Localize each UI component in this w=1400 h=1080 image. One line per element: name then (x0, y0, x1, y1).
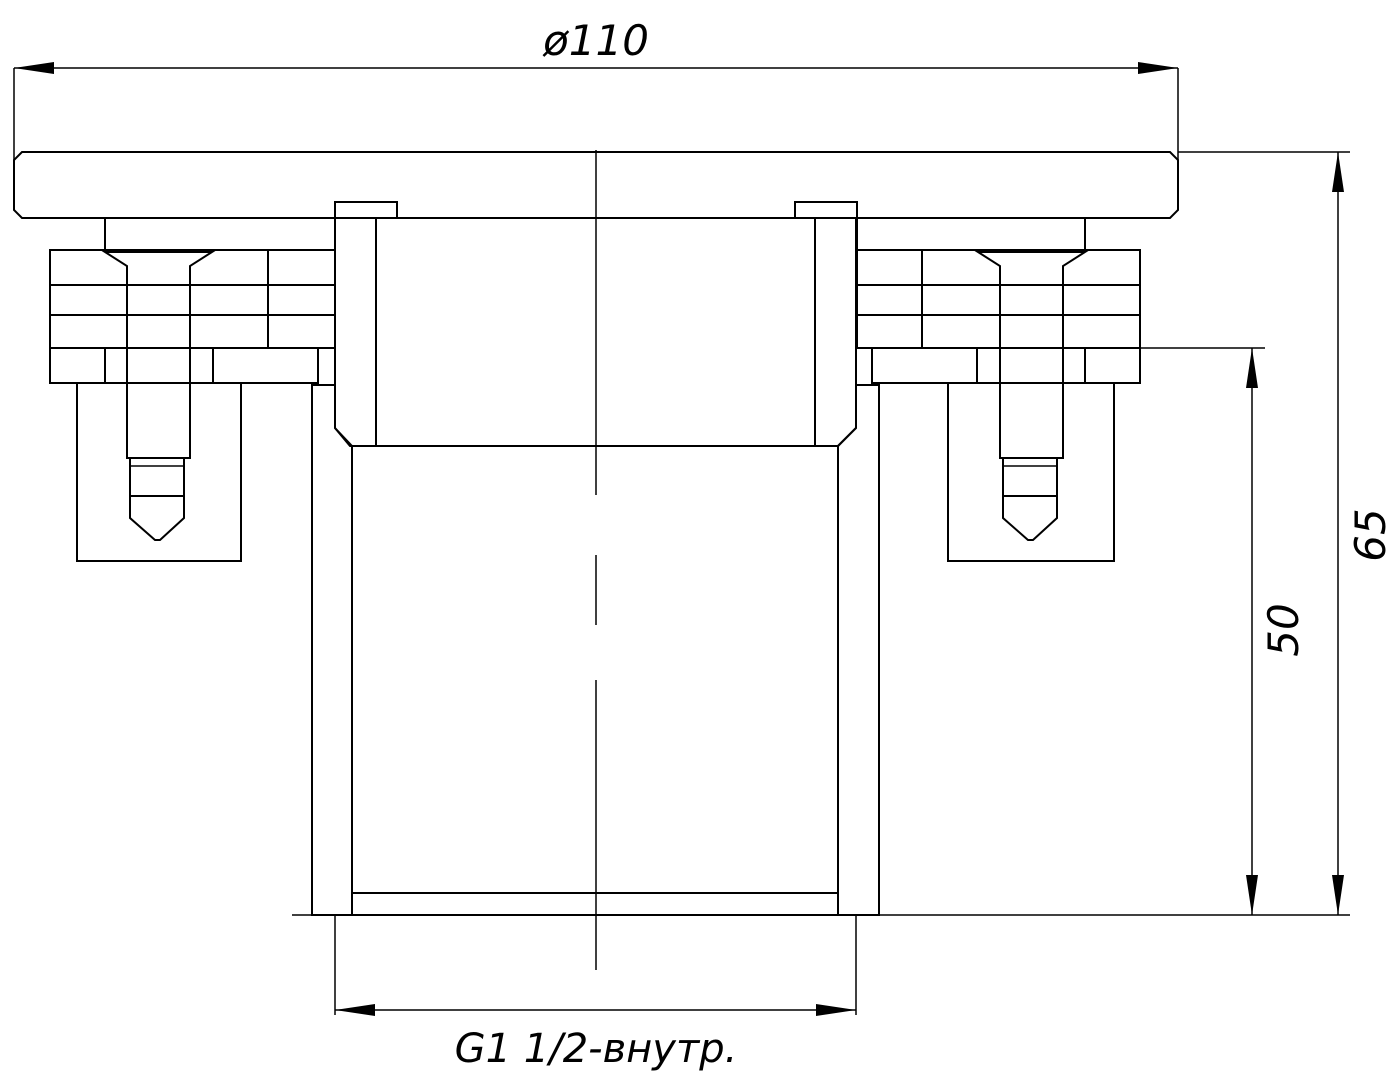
dimension-thread: G1 1/2-внутр. (334, 915, 857, 1072)
dimension-diameter: ø110 (13, 16, 1179, 160)
total-height-label: 65 (1346, 508, 1395, 561)
outer-body (292, 384, 880, 916)
top-plate (13, 151, 1179, 219)
dimension-total-height: 65 (879, 151, 1395, 916)
diameter-label: ø110 (542, 16, 649, 65)
left-flange (49, 217, 336, 562)
inner-insert (334, 201, 858, 447)
dimension-body-height: 50 (1140, 347, 1308, 915)
body-height-label: 50 (1259, 603, 1308, 656)
thread-label: G1 1/2-внутр. (455, 1026, 738, 1072)
right-flange (856, 217, 1141, 562)
